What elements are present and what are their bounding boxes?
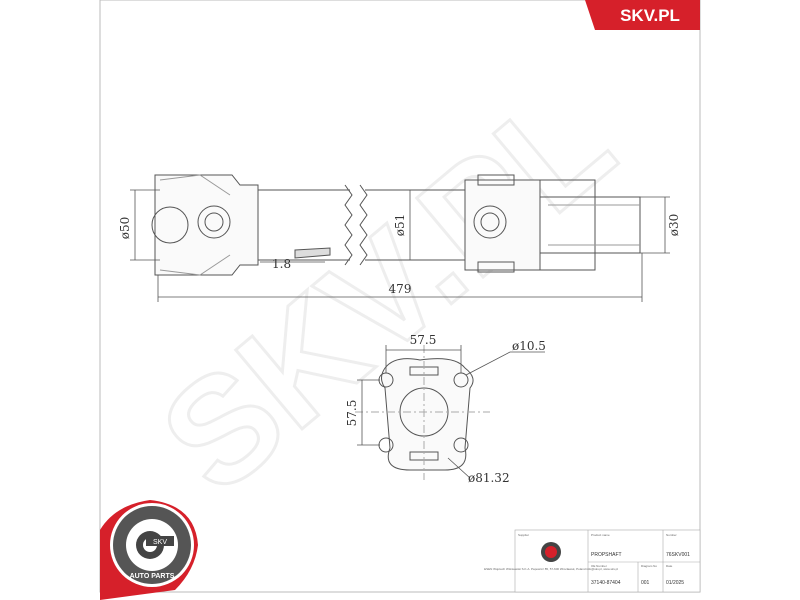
dim-flange-height: 57.5 (345, 400, 359, 427)
number-label: Number (666, 533, 677, 537)
dim-right-diameter: ø30 (667, 214, 681, 237)
dim-flange-diameter: ø81.32 (468, 471, 510, 485)
product-name: PROPSHAFT (591, 552, 622, 558)
flange-dimension-lines (357, 345, 545, 479)
supplier-text: ESEN Wojciech Wiśniewski S.K.A. Papowicz… (484, 567, 618, 571)
flange-front-view (355, 345, 490, 480)
dim-length: 479 (389, 282, 412, 296)
date-label: Date (666, 564, 673, 568)
dim-left-diameter: ø50 (118, 217, 132, 240)
logo-bottom-text: AUTO PARTS (130, 573, 175, 580)
brand-label: SKV.PL (620, 6, 680, 25)
diagram-number: 001 (641, 580, 650, 586)
dim-wall: 1.8 (272, 257, 291, 271)
logo-center-text: SKV (153, 539, 167, 546)
supplier-label: Supplier (518, 533, 529, 537)
dim-hole: ø10.5 (512, 339, 546, 353)
title-block: Supplier Product name Number OE Number D… (484, 529, 701, 593)
drawing-frame (99, 0, 701, 593)
watermark: SKV.PL (130, 56, 642, 524)
brand-tab (585, 0, 700, 30)
diagram-label: Diagram No (641, 564, 657, 568)
product-number: 76SKV001 (666, 552, 690, 558)
dimension-lines (130, 189, 670, 302)
skv-auto-parts-logo: SKV AUTO PARTS (100, 500, 198, 600)
date: 01/2025 (666, 580, 684, 586)
shaft-side-view (151, 174, 641, 276)
dim-flange-width: 57.5 (410, 333, 437, 347)
dim-tube-diameter: ø51 (393, 214, 407, 237)
oe-number: 37140-87404 (591, 580, 621, 586)
oe-label: OE Number (591, 564, 607, 568)
product-label: Product name (591, 533, 610, 537)
